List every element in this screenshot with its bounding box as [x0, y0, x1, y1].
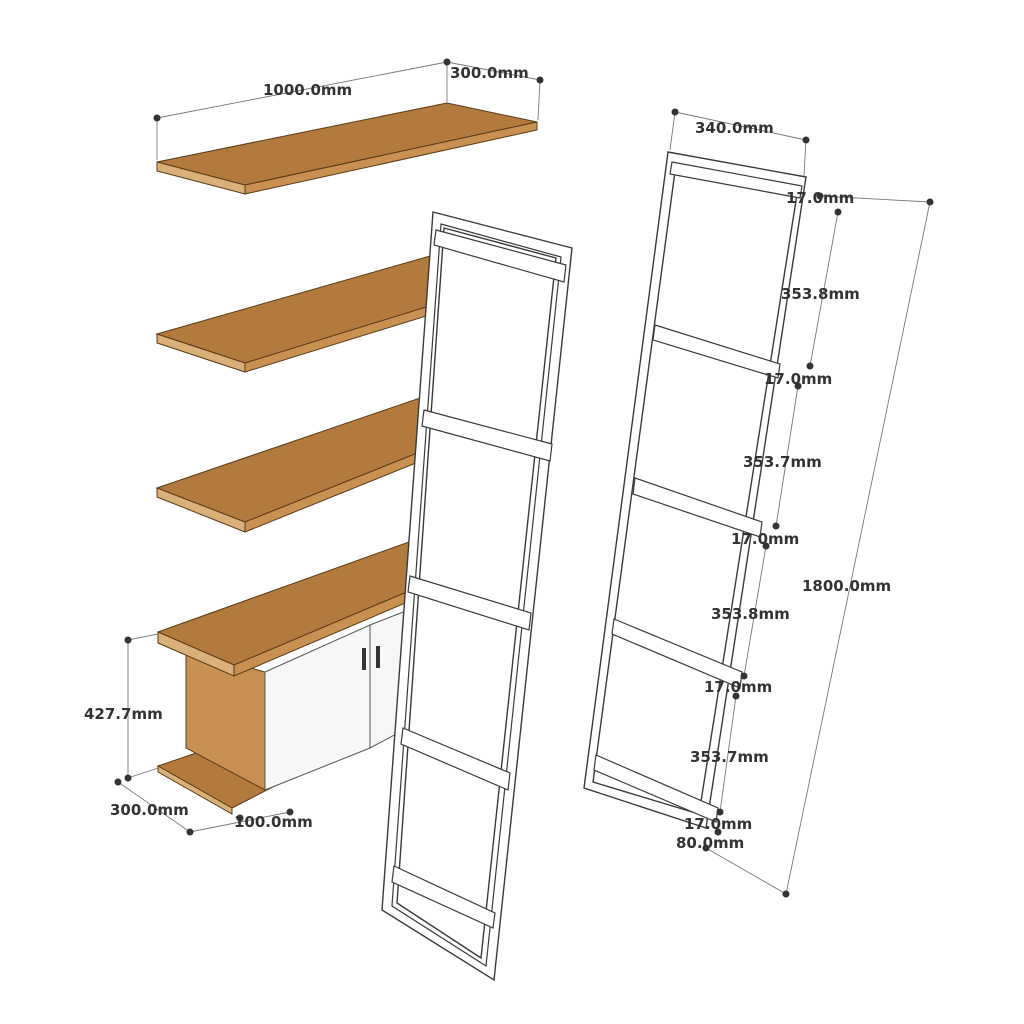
- cabinet-leg-label: 100.0mm: [234, 813, 313, 831]
- dimension-lines: [117, 61, 931, 895]
- bar-2-label: 17.0mm: [764, 370, 832, 388]
- shelf-length-label: 1000.0mm: [263, 81, 352, 99]
- bar-1-label: 17.0mm: [786, 189, 854, 207]
- gap-3-label: 353.8mm: [711, 605, 790, 623]
- cabinet-height-label: 427.7mm: [84, 705, 163, 723]
- bar-5-label: 17.0mm: [684, 815, 752, 833]
- bar-3-label: 17.0mm: [731, 530, 799, 548]
- shelf-depth-label: 300.0mm: [450, 64, 529, 82]
- cabinet-handle-right: [376, 646, 380, 668]
- front-frame: [381, 211, 573, 982]
- base-offset-label: 80.0mm: [676, 834, 744, 852]
- gap-4-label: 353.7mm: [690, 748, 769, 766]
- gap-2-label: 353.7mm: [743, 453, 822, 471]
- cabinet-depth-label: 300.0mm: [110, 801, 189, 819]
- frame-width-label: 340.0mm: [695, 119, 774, 137]
- gap-1-label: 353.8mm: [781, 285, 860, 303]
- frame-height-label: 1800.0mm: [802, 577, 891, 595]
- top-shelf: [156, 102, 538, 195]
- side-frame: [583, 151, 807, 829]
- bar-4-label: 17.0mm: [704, 678, 772, 696]
- cabinet-handle-left: [362, 648, 366, 670]
- dimension-endpoints: [114, 58, 934, 898]
